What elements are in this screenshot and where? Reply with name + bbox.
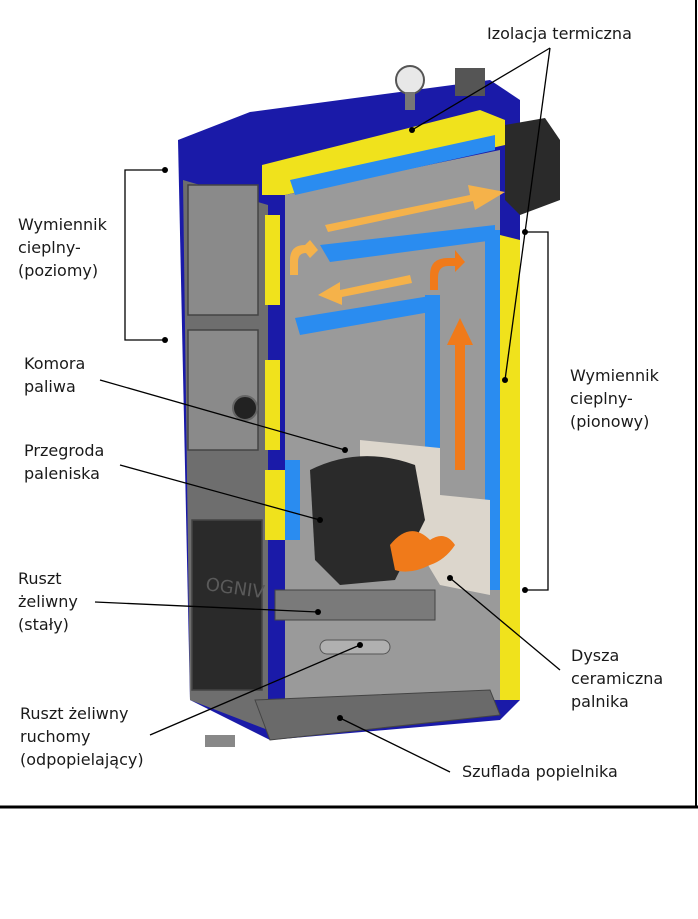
label-szuflada-popielnika: Szuflada popielnika: [462, 762, 618, 781]
label-wymiennik-poziomy: Wymiennik cieplny- (poziomy): [18, 215, 107, 280]
dot-3: [522, 229, 528, 235]
label-izolacja-termiczna: Izolacja termiczna: [487, 24, 632, 43]
leader-izolacja-1: [411, 47, 551, 131]
dot-4: [522, 587, 528, 593]
flow-arrow-up: [447, 318, 473, 470]
flow-arrow-turn-right: [430, 250, 465, 290]
label-komora-paliwa: Komora paliwa: [24, 354, 86, 396]
label-ruszt-ruchomy: Ruszt żeliwny ruchomy (odpopielający): [20, 704, 144, 769]
dot-10: [357, 642, 363, 648]
dot-1: [162, 167, 168, 173]
flue-outlet: [505, 118, 560, 215]
dot-12: [337, 715, 343, 721]
label-przegroda-paleniska: Przegroda paleniska: [24, 441, 105, 483]
dot-8: [317, 517, 323, 523]
water-jacket-horizontal: [320, 225, 495, 262]
bracket-pionowy: [525, 231, 549, 591]
air-regulator: [232, 395, 258, 421]
dot-7: [342, 447, 348, 453]
flow-arrow-turn-left: [290, 240, 318, 275]
water-jacket-top: [290, 135, 495, 195]
pressure-gauge: [395, 65, 425, 95]
dot-11: [447, 575, 453, 581]
flame: [390, 531, 455, 572]
leader-szuflada: [339, 717, 451, 773]
leader-izolacja-2: [504, 47, 551, 381]
leader-dysza: [449, 577, 561, 671]
gauge-stem: [405, 92, 415, 110]
dot-9: [315, 609, 321, 615]
outlet-pipe: [455, 68, 485, 96]
door-upper: [187, 184, 259, 316]
leader-ruszt-ruchomy: [149, 644, 361, 736]
flow-arrow-middle: [318, 275, 412, 305]
leader-przegroda: [119, 464, 321, 521]
insulation-left-3: [265, 470, 285, 540]
leader-komora: [99, 379, 346, 451]
water-jacket-front: [285, 460, 300, 540]
door-middle: [187, 329, 259, 451]
ash-drawer: [254, 689, 501, 741]
leader-ruszt-staly: [94, 601, 319, 613]
door-lower: [191, 519, 263, 691]
insulation-left-1: [265, 215, 280, 305]
dot-2: [162, 337, 168, 343]
base-foot: [205, 735, 235, 747]
insulation-right: [500, 235, 520, 700]
insulation-left-2: [265, 360, 280, 450]
label-ruszt-zeliwny-staly: Ruszt żeliwny (stały): [18, 569, 78, 634]
water-jacket-vertical-inner: [425, 295, 440, 455]
water-jacket-mid: [295, 296, 430, 335]
flow-arrow-upper: [325, 185, 505, 232]
dot-5: [409, 127, 415, 133]
label-wymiennik-pionowy: Wymiennik cieplny- (pionowy): [570, 366, 659, 431]
label-dysza-ceramiczna: Dysza ceramiczna palnika: [571, 646, 664, 711]
dot-6: [502, 377, 508, 383]
bracket-poziomy: [124, 169, 165, 341]
fixed-grate: [274, 589, 436, 621]
